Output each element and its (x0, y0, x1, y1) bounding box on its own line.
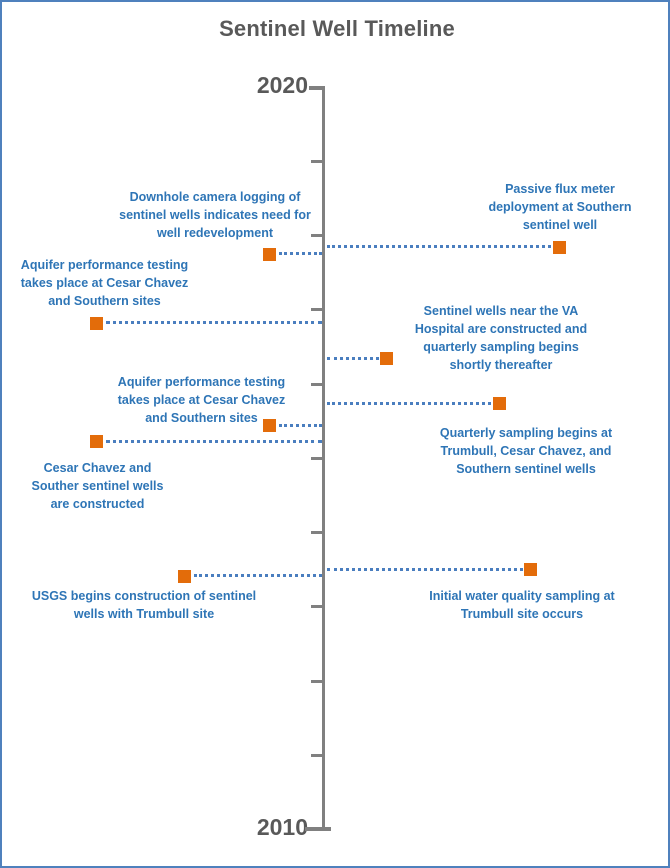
axis-tick (311, 308, 323, 311)
axis-tick (311, 531, 323, 534)
axis-tick (311, 457, 323, 460)
event-marker (90, 435, 103, 448)
event-label: Sentinel wells near the VA Hospital are … (414, 304, 588, 372)
axis-tick (311, 383, 323, 386)
timeline-axis (322, 87, 325, 829)
event-marker (493, 397, 506, 410)
event-label: USGS begins construction of sentinel wel… (31, 589, 257, 621)
chart-title: Sentinel Well Timeline (219, 16, 455, 41)
leader-line (327, 402, 491, 405)
leader-line (106, 440, 322, 443)
event-label: Quarterly sampling begins at Trumbull, C… (439, 426, 613, 476)
leader-line (194, 574, 322, 577)
axis-tick (311, 754, 323, 757)
axis-tick (311, 160, 323, 163)
event-label: Aquifer performance testing takes place … (117, 375, 286, 425)
event-marker (263, 419, 276, 432)
event-label: Aquifer performance testing takes place … (20, 258, 189, 308)
leader-line (327, 568, 523, 571)
event-label: Passive flux meter deployment at Souther… (488, 182, 632, 232)
event-marker (178, 570, 191, 583)
event-marker (380, 352, 393, 365)
event-marker (553, 241, 566, 254)
axis-label-top-year: 2020 (256, 72, 308, 98)
leader-line (279, 252, 322, 255)
axis-tick (311, 680, 323, 683)
event-marker (90, 317, 103, 330)
axis-cap-top (309, 86, 325, 90)
event-label: Initial water quality sampling at Trumbu… (429, 589, 615, 621)
leader-line (279, 424, 322, 427)
event-label: Cesar Chavez and Souther sentinel wells … (31, 461, 164, 511)
event-label: Downhole camera logging of sentinel well… (119, 190, 311, 240)
leader-line (106, 321, 322, 324)
leader-line (327, 357, 379, 360)
event-marker (263, 248, 276, 261)
axis-tick (311, 605, 323, 608)
leader-line (327, 245, 551, 248)
axis-tick (311, 234, 323, 237)
axis-cap-bottom (305, 827, 331, 831)
axis-label-bottom-year: 2010 (256, 814, 308, 840)
event-marker (524, 563, 537, 576)
